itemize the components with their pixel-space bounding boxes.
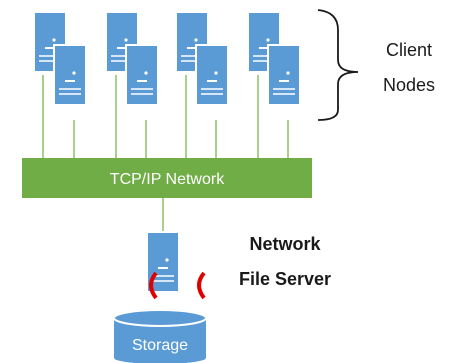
client-node-icon [53, 44, 87, 106]
client-nodes-label: Client Nodes [364, 40, 454, 96]
right-red-bracket-icon [197, 271, 206, 300]
tcp-ip-network-bar: TCP/IP Network [22, 158, 312, 198]
network-label: TCP/IP Network [110, 171, 225, 188]
storage-cylinder: Storage [113, 309, 207, 363]
server-label-line1: Network [249, 234, 321, 254]
left-red-bracket-icon [149, 271, 158, 300]
client-label-line1: Client [385, 40, 433, 60]
client-connection-lines [42, 75, 289, 158]
client-node-icon [125, 44, 159, 106]
client-node-icon [267, 44, 301, 106]
server-label-line2: File Server [238, 269, 332, 289]
client-group-brace [317, 9, 359, 121]
storage-label: Storage [132, 337, 188, 354]
client-label-line2: Nodes [382, 75, 436, 95]
client-node-icon [195, 44, 229, 106]
file-server-label: Network File Server [220, 234, 350, 290]
